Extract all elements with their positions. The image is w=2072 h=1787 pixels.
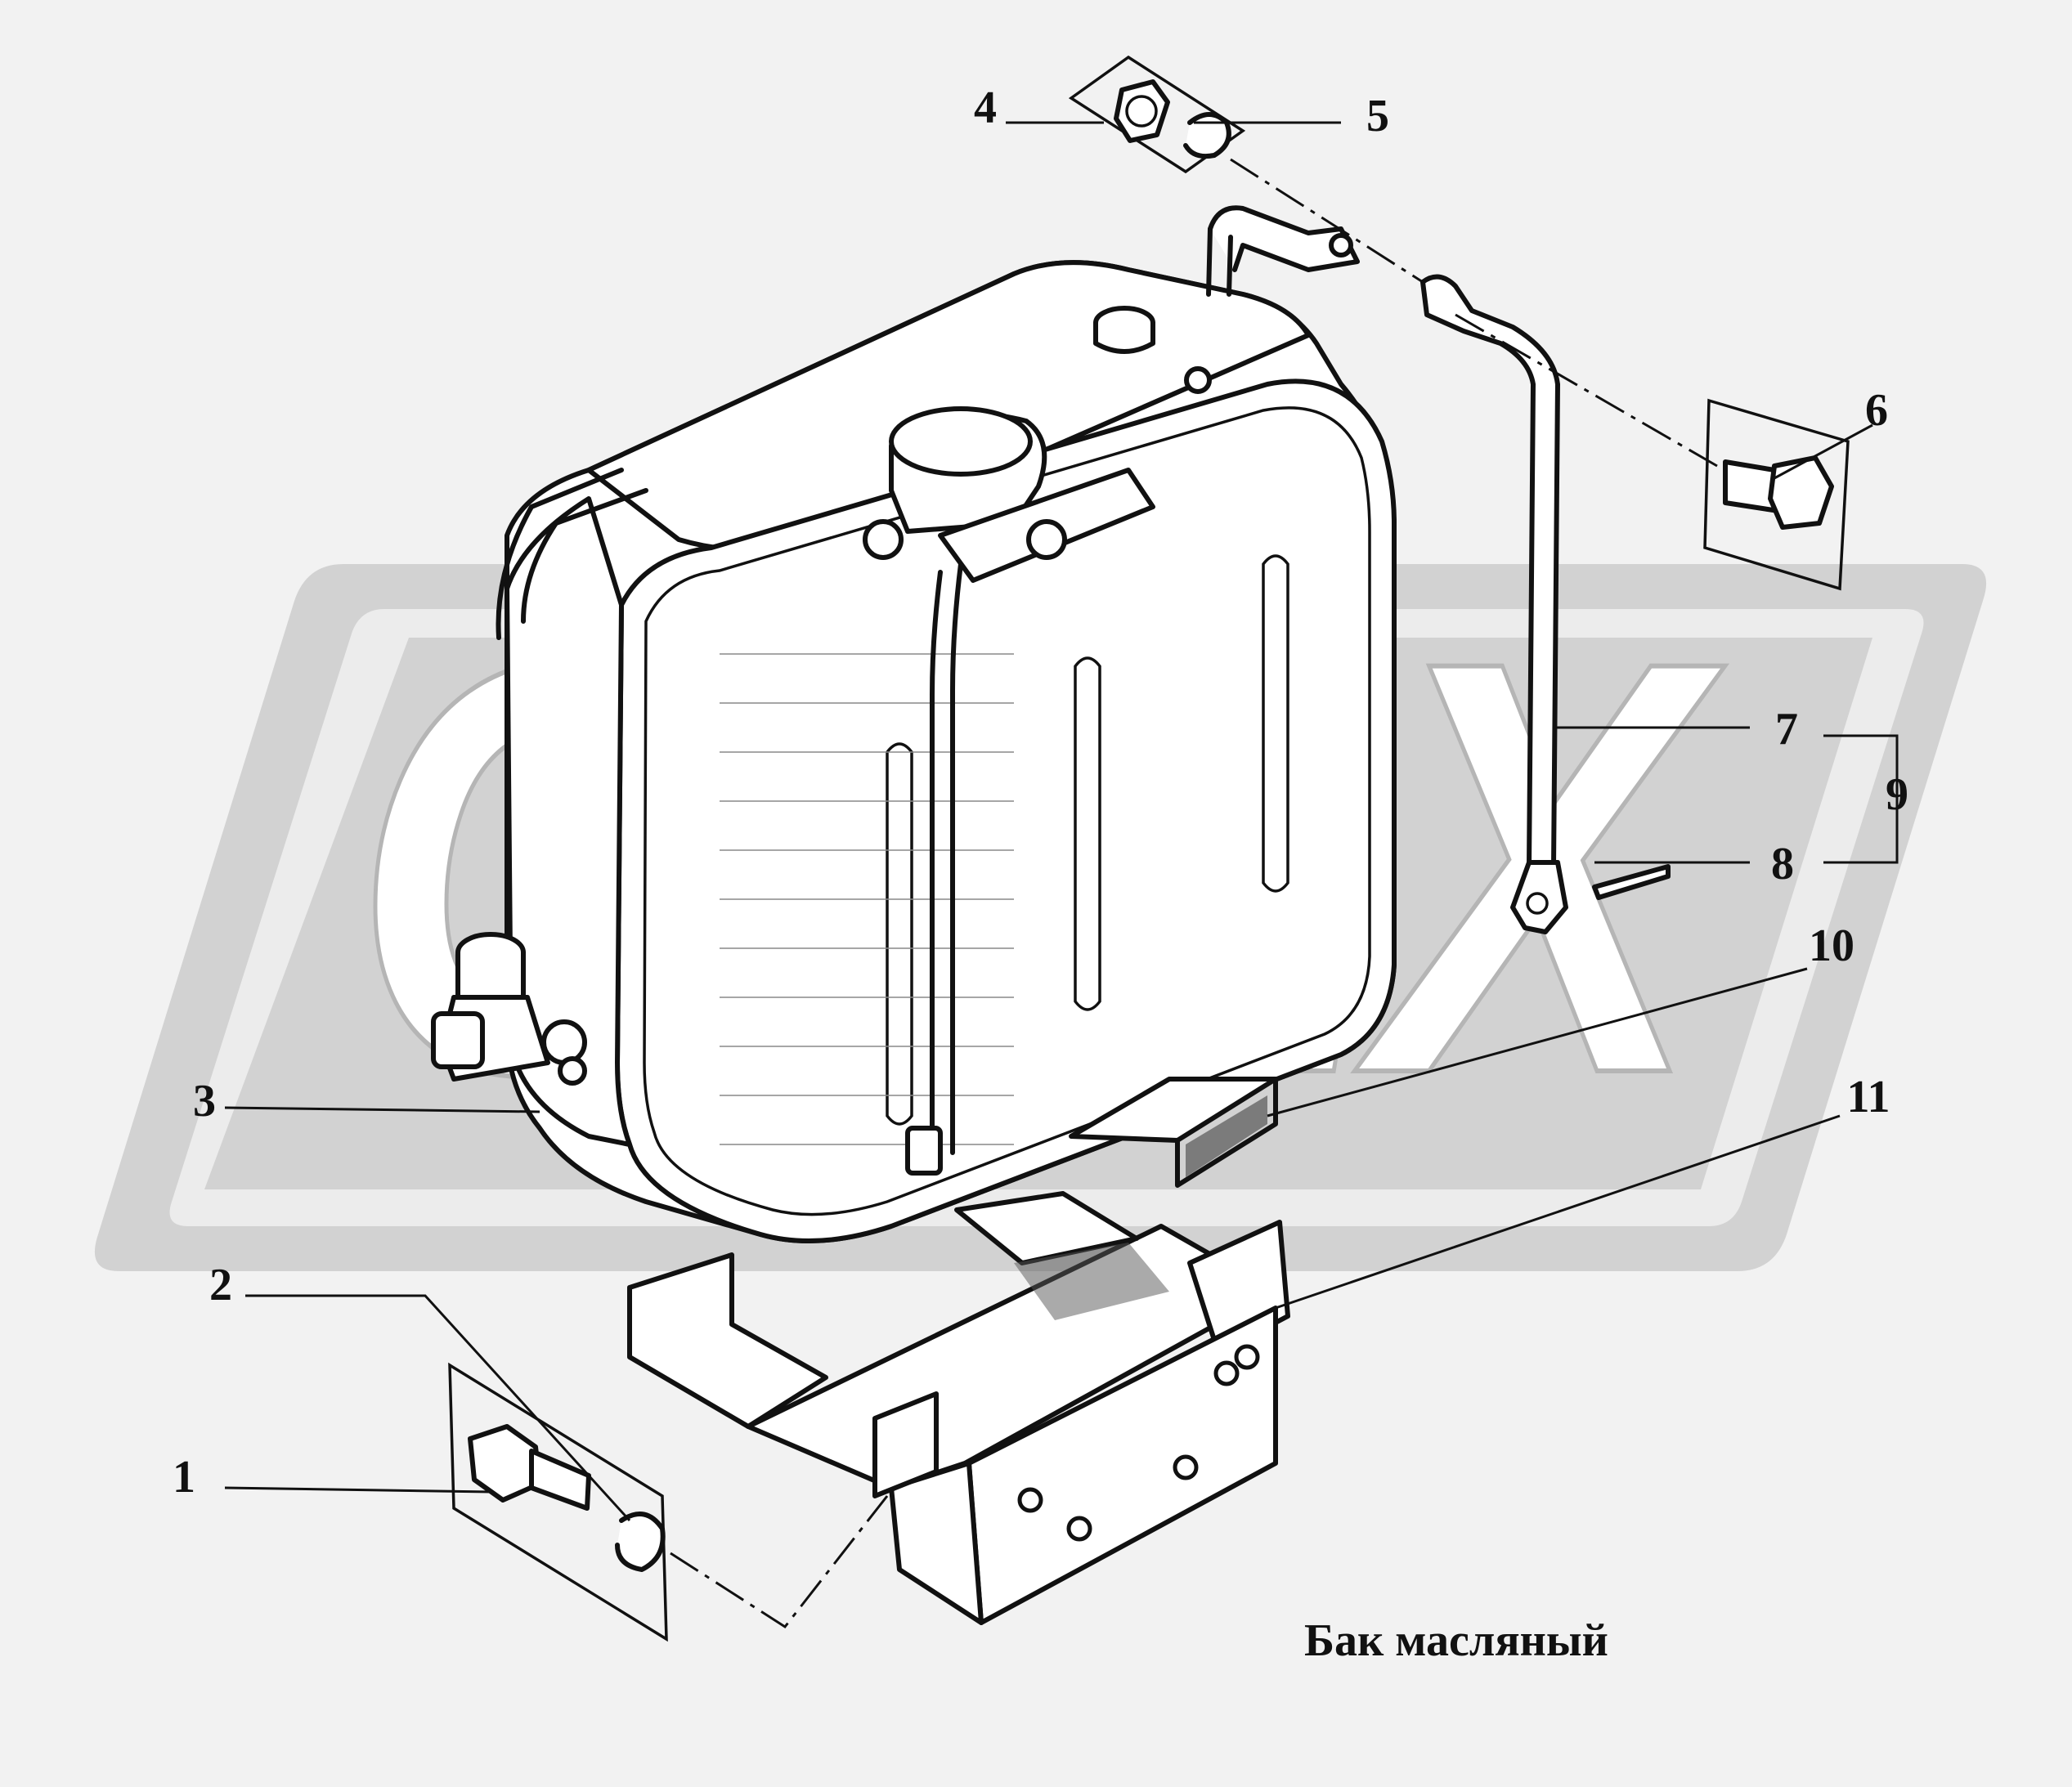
part-6-bolt	[1703, 398, 1850, 591]
callout-4: 4	[974, 83, 997, 133]
oil-tank	[496, 260, 1397, 1243]
leader-lines	[224, 121, 1899, 1522]
diagram-caption: Бак масляный	[1304, 1615, 1608, 1666]
callout-9: 9	[1886, 769, 1908, 820]
callout-10: 10	[1809, 920, 1854, 971]
filler-cap	[863, 406, 1155, 583]
part-10-pad	[1069, 1077, 1278, 1188]
mounting-straps	[1206, 205, 1671, 934]
parts-4-5	[1068, 55, 1246, 174]
drain-valve	[431, 932, 587, 1086]
callout-2: 2	[209, 1260, 232, 1310]
callout-11: 11	[1847, 1072, 1890, 1122]
part-11-tray	[627, 1191, 1290, 1625]
parts-1-2	[448, 1362, 668, 1642]
callout-8: 8	[1771, 839, 1794, 889]
callout-7: 7	[1775, 704, 1798, 755]
callout-1: 1	[173, 1452, 195, 1503]
assembly-lines	[670, 158, 1718, 1629]
breather-cap	[1093, 306, 1155, 354]
callout-6: 6	[1865, 385, 1888, 436]
callout-3: 3	[193, 1076, 216, 1126]
callout-5: 5	[1366, 91, 1389, 141]
